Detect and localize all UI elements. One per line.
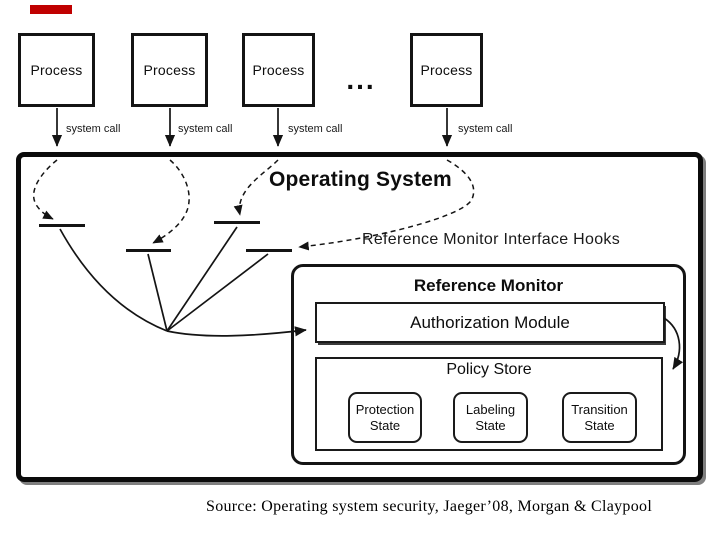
protection-state-box: Protection State	[348, 392, 422, 443]
policy-store-title: Policy Store	[446, 361, 532, 378]
state-label-line1: Labeling	[465, 401, 516, 417]
transition-state-box: Transition State	[562, 392, 637, 443]
system-call-label-4: system call	[458, 123, 513, 135]
state-label-line2: State	[475, 417, 506, 433]
system-call-label-3: system call	[288, 123, 343, 135]
state-label-line2: State	[584, 417, 615, 433]
process-label: Process	[30, 62, 83, 78]
process-box-3: Process	[242, 33, 315, 107]
hook-bar-3	[214, 221, 260, 224]
state-label-line2: State	[369, 417, 401, 433]
hook-bar-2	[126, 249, 171, 252]
authorization-module-box: Authorization Module	[315, 302, 665, 343]
process-label: Process	[420, 62, 473, 78]
reference-monitor-title: Reference Monitor	[413, 276, 564, 295]
system-call-label-2: system call	[178, 123, 233, 135]
process-box-1: Process	[18, 33, 95, 107]
process-box-4: Process	[410, 33, 483, 107]
hook-bar-4	[246, 249, 292, 252]
operating-system-box	[16, 152, 703, 482]
system-call-label-1: system call	[66, 123, 121, 135]
state-label-line1: Transition	[571, 401, 628, 417]
process-label: Process	[252, 62, 305, 78]
red-accent-bar	[30, 5, 72, 14]
state-label-line1: Protection	[355, 401, 415, 417]
process-box-2: Process	[131, 33, 208, 107]
process-label: Process	[143, 62, 196, 78]
operating-system-title: Operating System	[269, 168, 452, 191]
hook-bar-1	[39, 224, 85, 227]
reference-monitor-hooks-label: Reference Monitor Interface Hooks	[362, 231, 621, 248]
ellipsis: ...	[346, 64, 376, 95]
source-citation: Source: Operating system security, Jaege…	[206, 498, 653, 515]
labeling-state-box: Labeling State	[453, 392, 528, 443]
authorization-module-label: Authorization Module	[410, 312, 570, 332]
